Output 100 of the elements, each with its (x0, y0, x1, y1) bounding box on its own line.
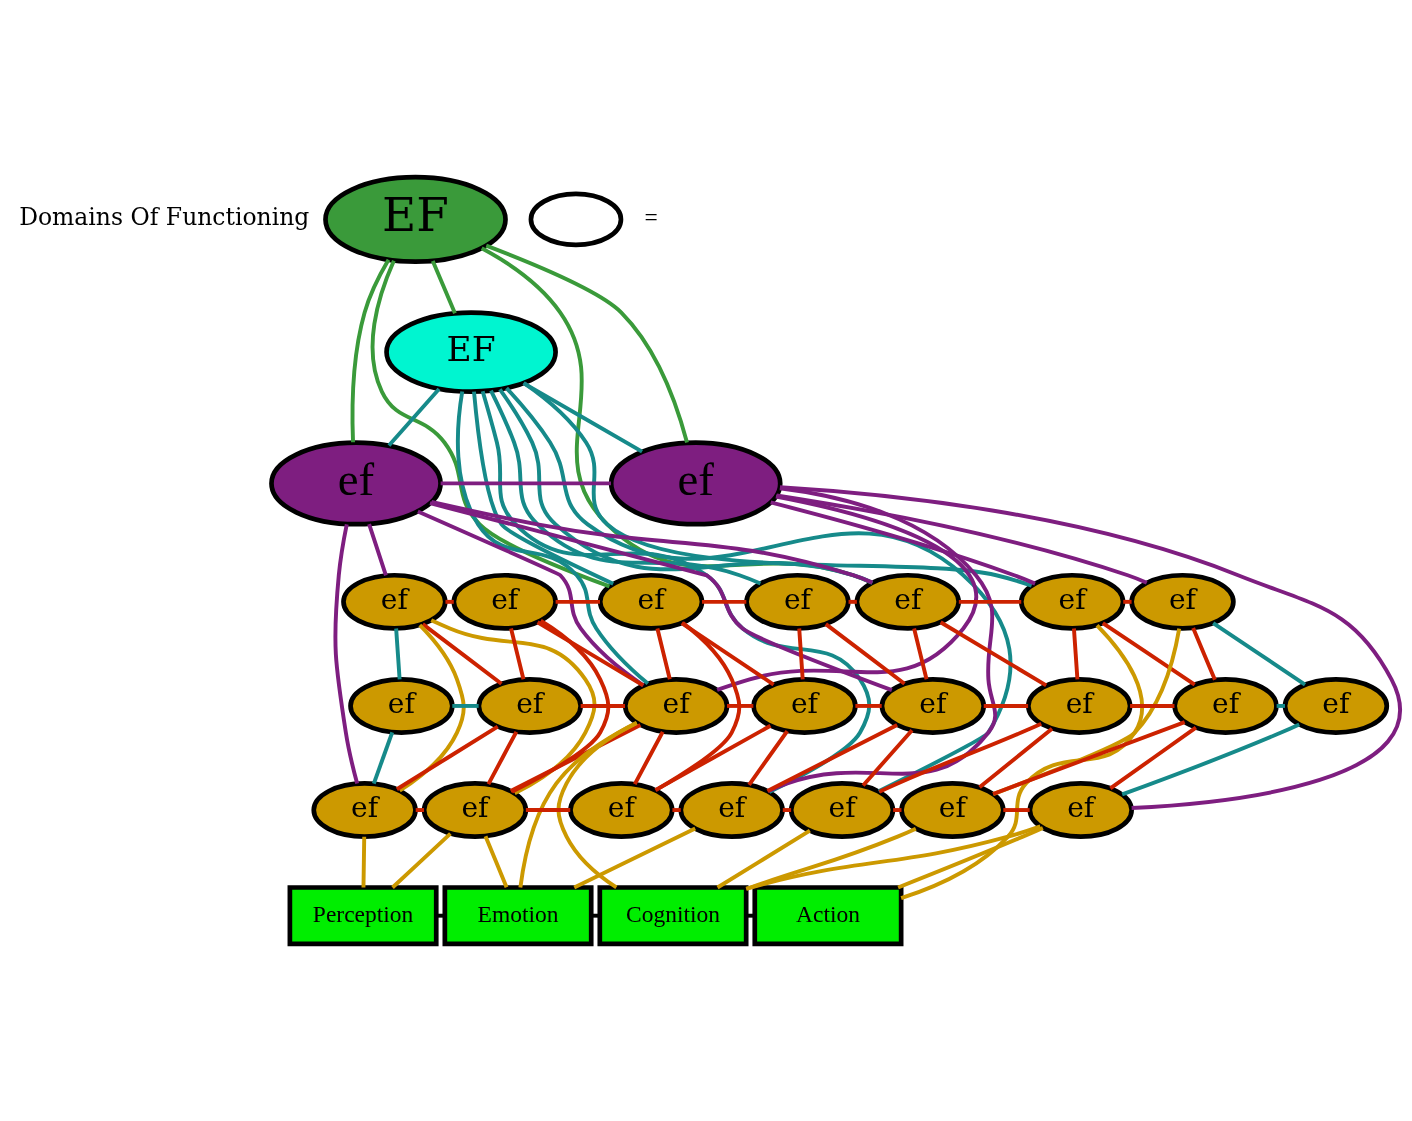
connector (878, 722, 1043, 794)
connector (1212, 621, 1307, 687)
node-ellipse: ef (1027, 781, 1134, 839)
connector (861, 728, 914, 787)
connector (361, 836, 367, 888)
node-ellipse: ef (751, 677, 858, 735)
connector (522, 381, 1033, 588)
connector (983, 704, 1029, 708)
connector (485, 243, 689, 443)
connector (509, 628, 526, 680)
connector (1130, 704, 1175, 708)
connector (333, 523, 360, 785)
connector (525, 808, 571, 812)
connector (745, 824, 1041, 891)
node-ellipse: ef (622, 677, 730, 735)
connector (486, 730, 519, 785)
connector (701, 599, 747, 604)
node-ellipse: ef (1026, 677, 1133, 735)
node-ellipse: ef (451, 572, 558, 631)
connector (978, 727, 1054, 789)
node-ellipse: ef (788, 781, 896, 839)
connector (415, 808, 425, 812)
connector (489, 389, 762, 586)
connector (480, 390, 872, 794)
connector (455, 391, 650, 686)
node-ellipse (528, 191, 624, 248)
connector (897, 826, 1044, 890)
node-ellipse: ef (1018, 572, 1126, 631)
connector (893, 808, 902, 812)
connector (782, 808, 792, 812)
connector (1191, 627, 1217, 681)
connector (716, 828, 811, 890)
node-ellipse: ef (476, 677, 583, 735)
connector (522, 381, 644, 454)
connector (431, 500, 874, 585)
connector (350, 258, 391, 443)
node-box: Emotion (442, 885, 594, 947)
node-label: = (644, 204, 658, 231)
connector (509, 723, 642, 793)
connector (680, 621, 775, 687)
connector (391, 832, 452, 889)
connector (536, 620, 645, 688)
connector (992, 720, 1186, 796)
connector (511, 619, 611, 794)
node-ellipse: ef (1172, 677, 1279, 735)
connector (776, 493, 1148, 585)
connector (472, 391, 614, 586)
connector (672, 808, 681, 812)
connector (591, 913, 600, 918)
connector (395, 724, 499, 791)
node-ellipse: ef (678, 781, 785, 839)
connector (1101, 621, 1196, 687)
node-ellipse: ef (608, 440, 783, 527)
connector (573, 826, 697, 890)
connector (580, 704, 626, 708)
connector (655, 628, 672, 680)
connector (556, 721, 638, 890)
node-ellipse: EF (323, 174, 508, 264)
connector (436, 913, 445, 918)
connector (900, 623, 1144, 901)
connector (1123, 599, 1132, 604)
connector (1121, 722, 1301, 797)
node-ellipse: ef (1129, 572, 1236, 631)
connector (633, 730, 665, 785)
connector (912, 628, 929, 680)
connector (745, 826, 917, 891)
connector (440, 481, 611, 486)
connector (766, 723, 898, 793)
node-ellipse: ef (311, 781, 418, 839)
connector (452, 704, 479, 708)
connector (767, 486, 998, 793)
connector (746, 913, 755, 918)
connector (958, 599, 1022, 604)
connector (417, 509, 645, 687)
connector (387, 387, 441, 447)
node-box: Cognition (597, 885, 749, 947)
connector (421, 622, 503, 686)
connector (505, 386, 1013, 793)
connector (770, 500, 1036, 586)
connector (1003, 808, 1030, 812)
connector (1071, 628, 1080, 680)
node-ellipse: ef (269, 440, 443, 527)
connector (779, 485, 1402, 810)
connector (398, 623, 466, 793)
connector (445, 599, 454, 604)
connector (824, 622, 906, 686)
node-ellipse: ef (597, 572, 705, 631)
connector (372, 731, 395, 785)
node-ellipse: ef (744, 572, 851, 631)
node-ellipse: ef (899, 781, 1006, 839)
connector (716, 494, 978, 692)
connector (797, 628, 805, 680)
node-box: Perception (287, 885, 439, 947)
connector (555, 599, 600, 604)
node-ellipse: ef (348, 677, 455, 735)
connector (429, 501, 893, 692)
node-ellipse: ef (568, 781, 675, 839)
node-ellipse: ef (1282, 677, 1390, 735)
connector (518, 721, 638, 888)
node-ellipse: ef (879, 677, 987, 735)
